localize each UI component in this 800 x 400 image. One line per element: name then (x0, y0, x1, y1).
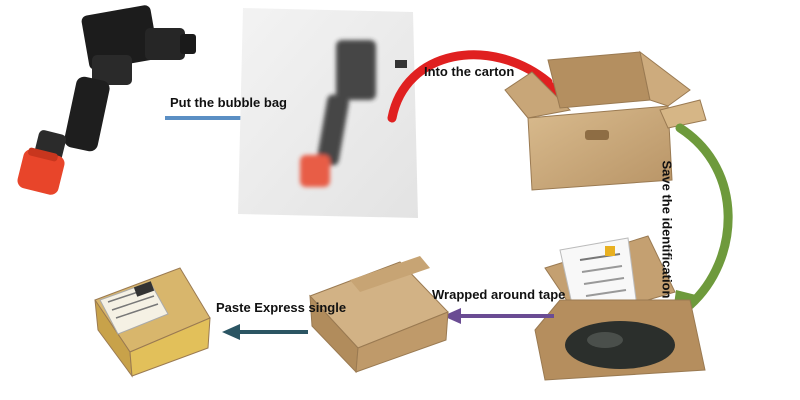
step-label-wrapped-tape: Wrapped around tape (432, 287, 566, 302)
ignition-coil-icon (17, 5, 196, 195)
shipping-box-icon (94, 267, 211, 378)
step-label-paste-express: Paste Express single (216, 300, 347, 315)
step-label-bubble-bag: Put the bubble bag (170, 95, 287, 110)
open-carton-icon (504, 50, 707, 191)
step-label-into-carton: Into the carton (424, 64, 515, 79)
closed-box-icon (309, 256, 449, 374)
arrow-to-identification (672, 123, 733, 320)
step-label-save-identification: Save the identification (659, 160, 675, 299)
bubble-bag-icon (238, 8, 418, 218)
box-with-identification-icon (534, 235, 706, 381)
arrow-to-shipping-box (222, 324, 308, 340)
arrow-to-wrapped-box (443, 308, 554, 324)
